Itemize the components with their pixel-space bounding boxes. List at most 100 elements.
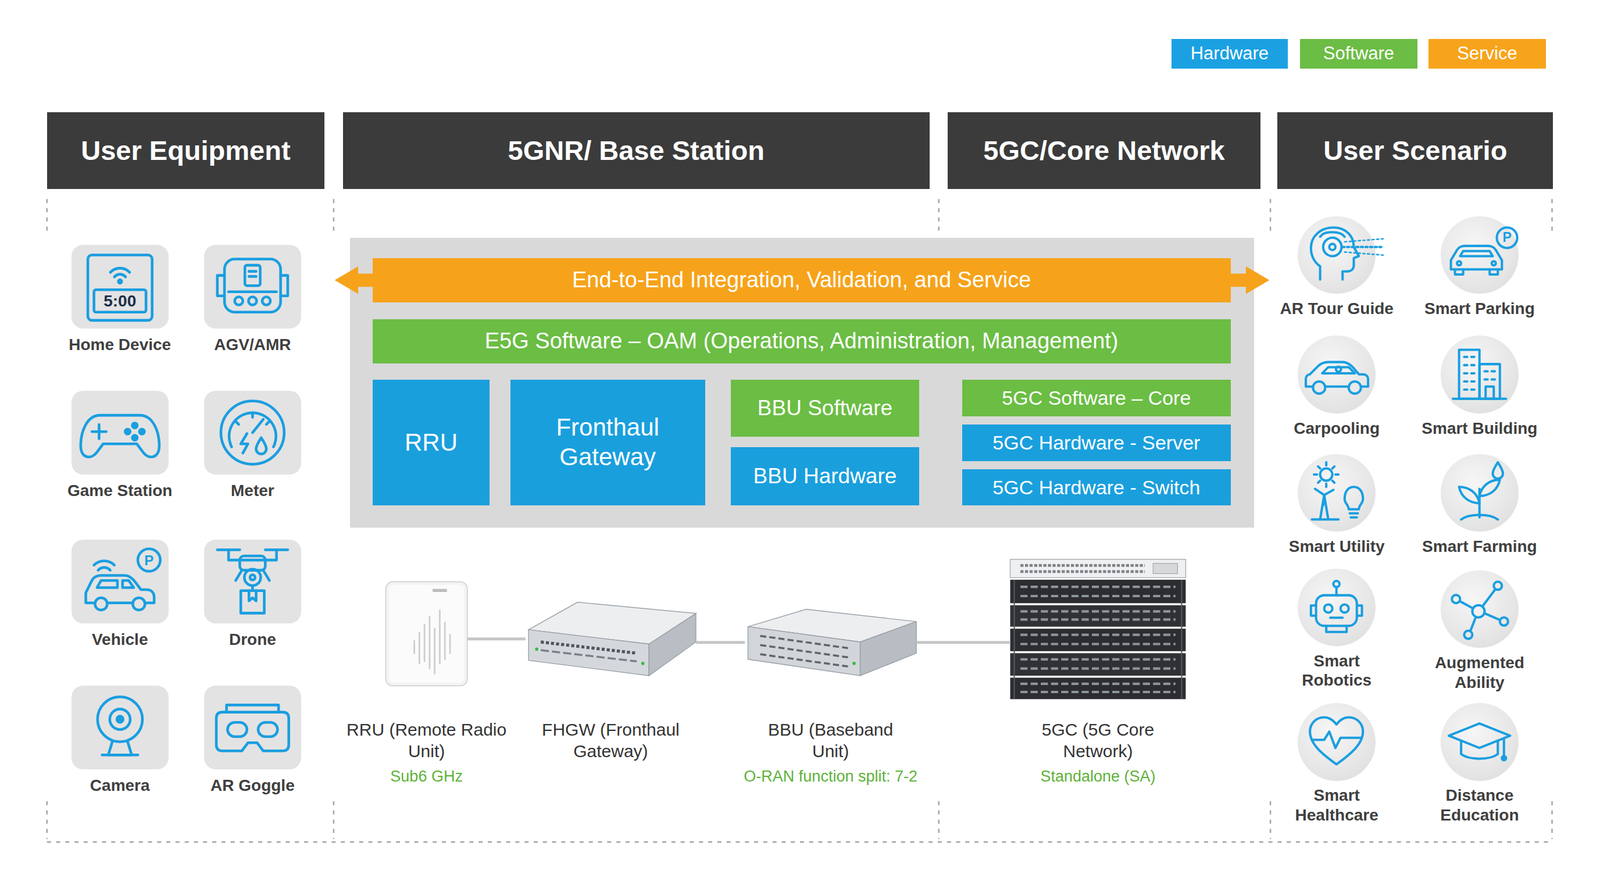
device-icon [1297, 454, 1375, 532]
device-icon [1311, 580, 1363, 632]
core-rack [1010, 559, 1187, 699]
banner-text: End-to-End Integration, Validation, and … [572, 266, 1031, 294]
device-icon [204, 390, 302, 475]
device-icon [1452, 581, 1509, 639]
rru-photo [388, 584, 465, 683]
rru-photo [385, 581, 467, 686]
device-icon [80, 415, 160, 457]
core-rack [1010, 579, 1187, 603]
grey-panel [350, 237, 1255, 528]
bbu-photo [747, 609, 917, 676]
dashed-guide [47, 198, 1553, 842]
legend-text: Service [1456, 43, 1517, 64]
device-icon [87, 255, 153, 321]
scenario-circle: Smart Robotics [1297, 568, 1375, 646]
device-icon [204, 244, 302, 329]
device-label: Home Device [68, 334, 171, 355]
component-box: BBU Hardware [730, 447, 920, 506]
device-label: Meter [230, 480, 275, 501]
device-icon [71, 244, 169, 329]
component-label: 5GC Hardware - Switch [992, 475, 1200, 500]
core-rack [1010, 677, 1187, 699]
dashed-guide [47, 841, 1553, 843]
device-icon [1312, 462, 1364, 520]
arrow-head [1229, 266, 1270, 294]
device-tile: AGV/AMR [204, 244, 302, 329]
fhgw-photo [641, 661, 645, 666]
device-icon [204, 685, 302, 770]
device-icon [204, 539, 302, 624]
device-label: AGV/AMR [213, 334, 291, 355]
legend-swatch: Service [1428, 38, 1546, 69]
device-label: Vehicle [91, 629, 149, 650]
scenario-label: Smart Parking [1424, 298, 1535, 319]
device-icon [1297, 335, 1375, 413]
legend-swatch: Software [1300, 38, 1418, 69]
core-rack [1010, 559, 1187, 578]
device-icon [1448, 723, 1510, 760]
core-rack [1014, 579, 1182, 699]
device-label: Drone [229, 629, 277, 650]
device-caption: 5GC (5G Core Network) [1023, 718, 1173, 762]
component-label: Fronthaul Gateway [555, 412, 661, 472]
device-icon [1451, 227, 1518, 275]
legend-swatch: Hardware [1171, 38, 1288, 69]
scenario-label: Smart Farming [1422, 536, 1538, 557]
icon-text: P [1502, 230, 1512, 245]
component-box: 5GC Hardware - Server [962, 424, 1231, 462]
core-rack [1010, 628, 1187, 652]
core-rack [1020, 586, 1176, 692]
legend-text: Software [1323, 43, 1395, 64]
device-icon [220, 401, 285, 465]
column-header: User Scenario [1277, 112, 1553, 189]
banner-bar: End-to-End Integration, Validation, and … [372, 258, 1231, 302]
device-icon [1440, 216, 1519, 294]
component-box: 5GC Hardware - Switch [962, 469, 1231, 505]
link-line [695, 640, 745, 644]
device-photo: FHGW (Fronthaul Gateway) [525, 600, 696, 678]
device-photo: BBU (Baseband Unit)O-RAN function split:… [744, 609, 917, 676]
component-box: RRU [372, 379, 491, 506]
device-icon [1297, 702, 1375, 781]
device-icon [1297, 216, 1375, 294]
header-text: 5GC/Core Network [983, 134, 1225, 167]
banner-text: E5G Software – OAM (Operations, Administ… [484, 327, 1119, 355]
fhgw-photo [534, 647, 539, 651]
device-tile: Meter [204, 390, 302, 475]
bbu-photo [747, 626, 860, 676]
core-rack [1152, 563, 1178, 574]
link-line [467, 637, 526, 641]
banner-bar: E5G Software – OAM (Operations, Administ… [372, 319, 1231, 363]
scenario-circle: Smart Building [1440, 335, 1519, 413]
scenario-circle: Carpooling [1297, 335, 1375, 413]
device-caption: FHGW (Fronthaul Gateway) [530, 718, 692, 762]
core-rack [1020, 565, 1145, 572]
device-tile: Vehicle [71, 539, 169, 624]
header-text: User Equipment [80, 134, 291, 167]
scenario-circle: Smart Healthcare [1297, 702, 1375, 781]
column-header: 5GNR/ Base Station [343, 112, 930, 189]
device-photo: 5GC (5G Core Network)Standalone (SA) [1010, 559, 1187, 699]
scenario-label: Smart Healthcare [1294, 785, 1380, 825]
scenario-label: Smart Building [1421, 418, 1538, 439]
scenario-circle: Augmented Ability [1440, 570, 1519, 648]
device-icon [71, 685, 169, 770]
bbu-photo [760, 635, 849, 667]
device-label: Game Station [67, 480, 173, 501]
device-icon [71, 390, 169, 475]
scenario-circle: Distance Education [1440, 702, 1519, 781]
bbu-photo [852, 661, 856, 666]
device-icon [1310, 717, 1364, 765]
scenario-label: Augmented Ability [1433, 652, 1525, 692]
legend-text: Hardware [1190, 43, 1269, 64]
core-rack [1010, 605, 1187, 627]
component-label: BBU Hardware [753, 463, 898, 489]
header-text: 5GNR/ Base Station [508, 134, 765, 167]
device-icon [97, 697, 143, 756]
component-box: BBU Software [730, 379, 920, 437]
fhgw-photo [648, 613, 696, 676]
scenario-label: Smart Utility [1288, 536, 1385, 557]
device-label: Camera [90, 775, 150, 796]
component-label: RRU [404, 427, 458, 457]
